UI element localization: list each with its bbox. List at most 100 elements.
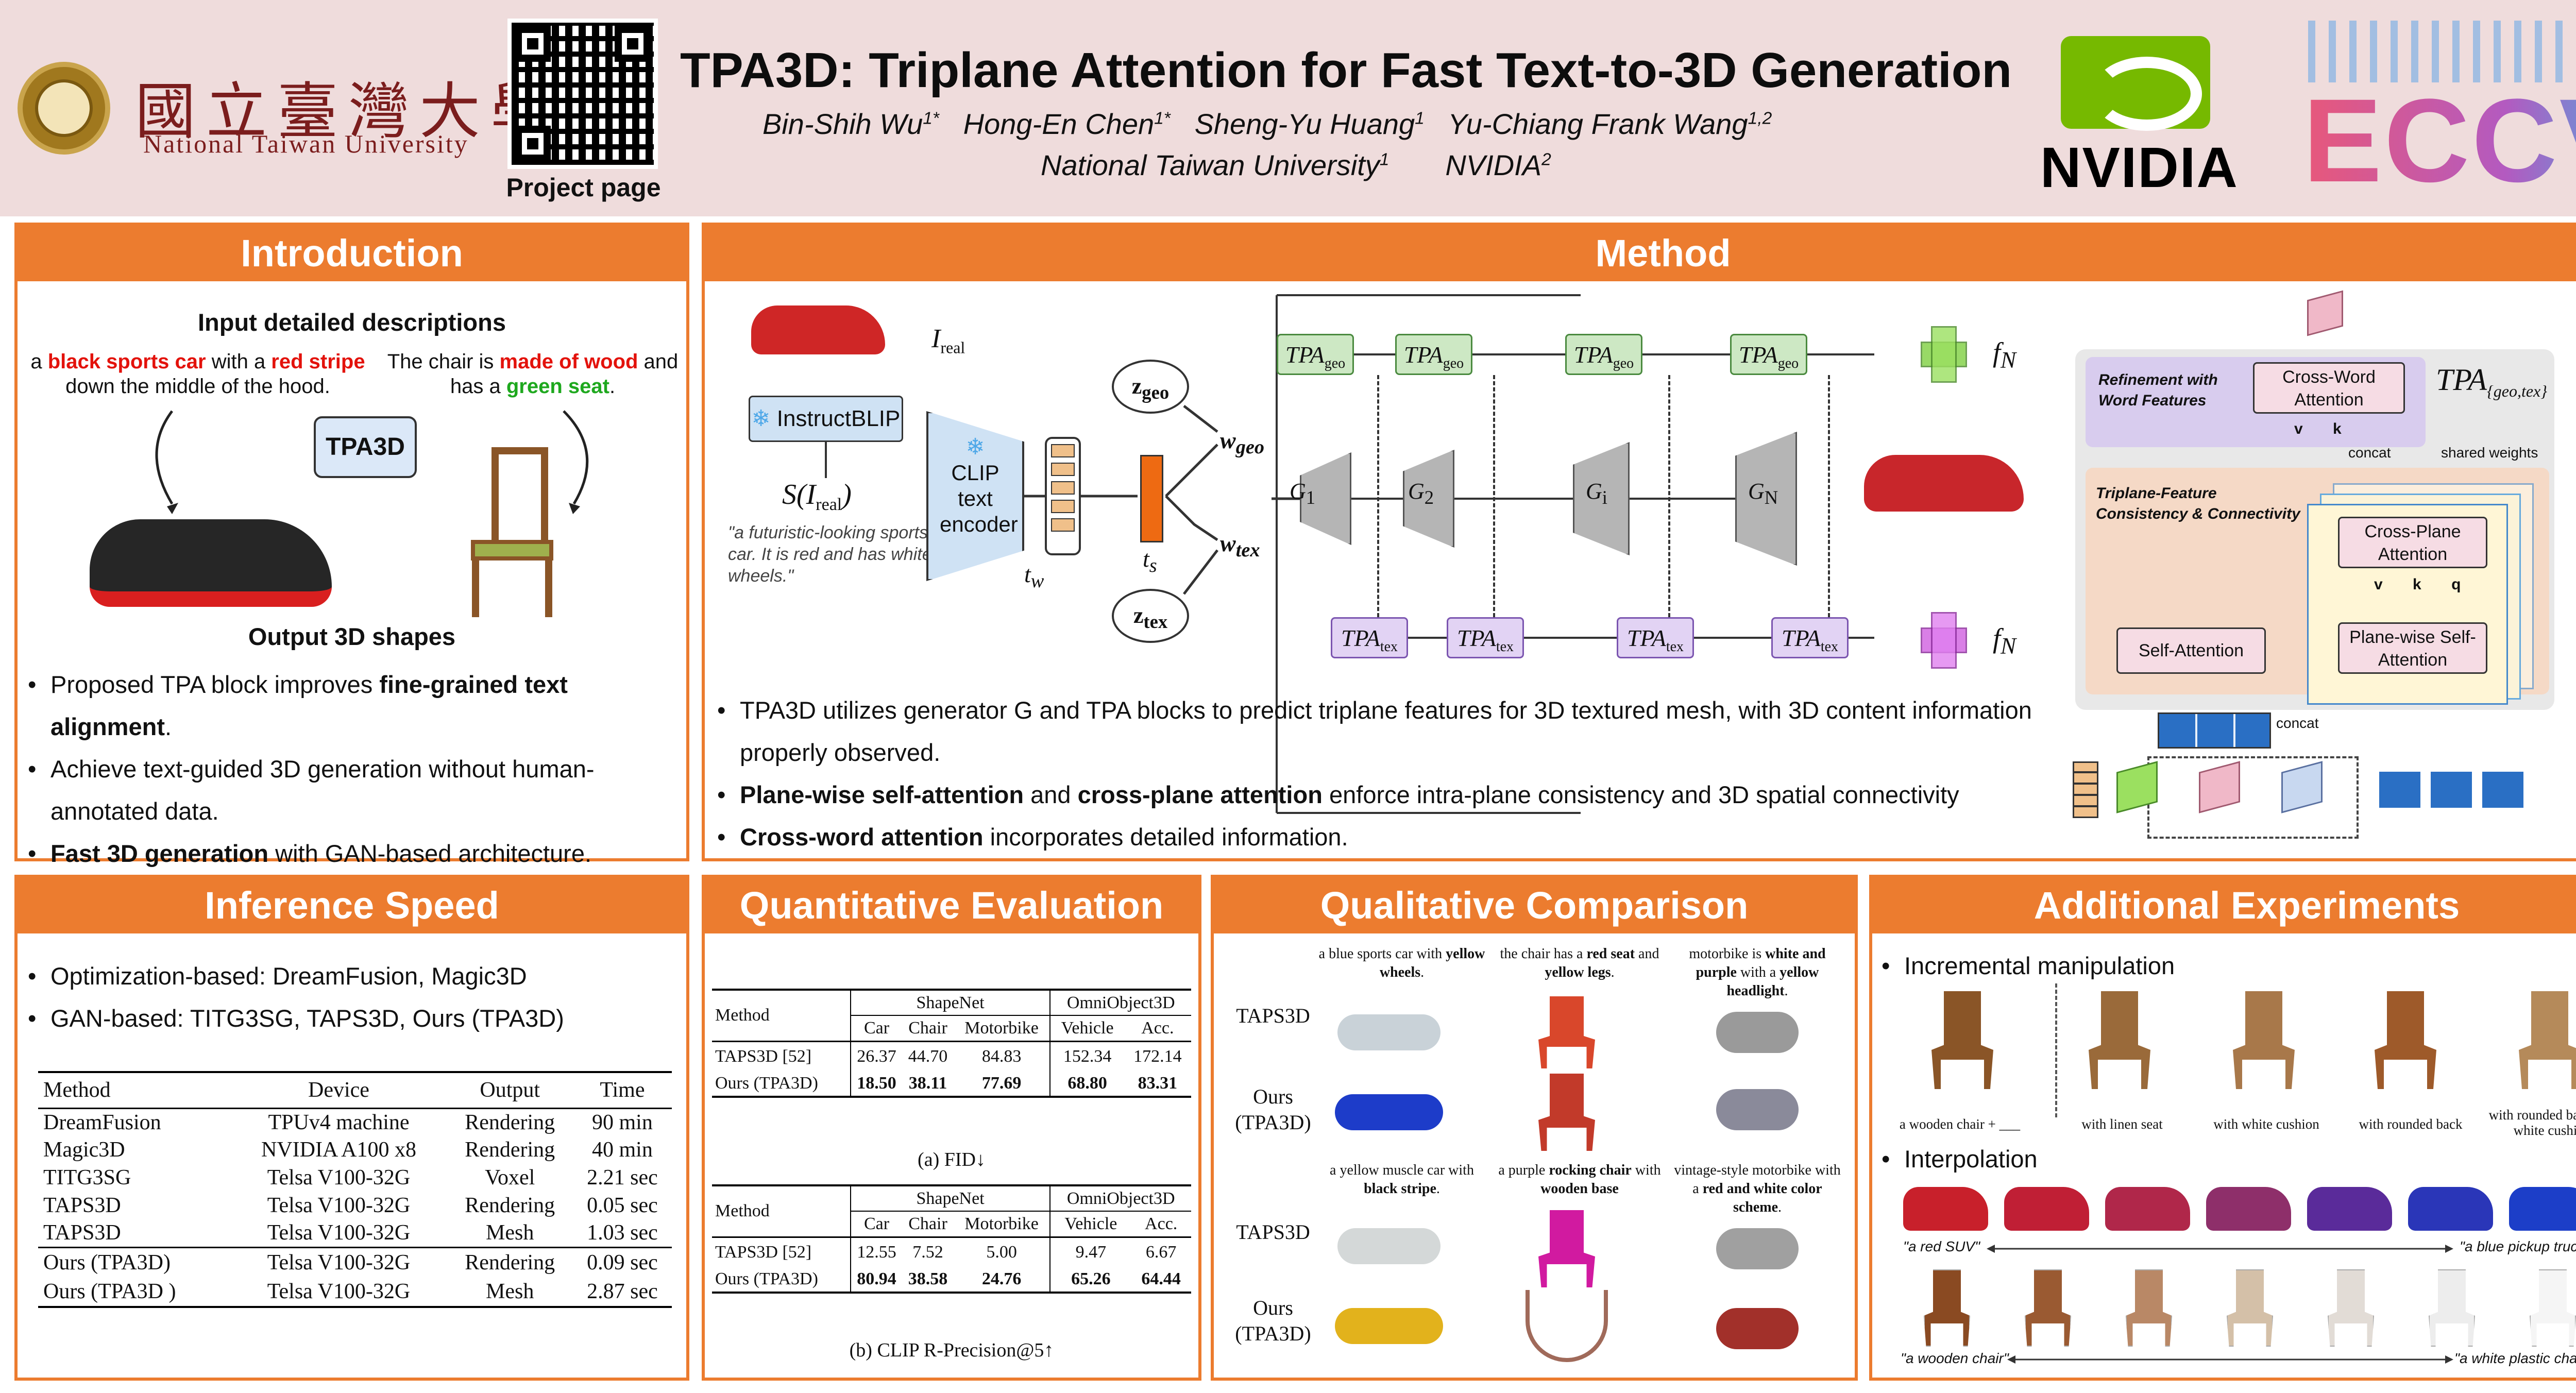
interpolated-car-render — [2408, 1187, 2493, 1231]
intro-bullets: Proposed TPA block improves fine-grained… — [21, 664, 685, 875]
shared-weights-label: shared weights — [2441, 445, 2538, 461]
poster-header: 國立臺灣大學 National Taiwan University Projec… — [0, 0, 2576, 216]
interpolated-chair-render — [2429, 1269, 2475, 1347]
z-geo-cloud: zgeo — [1112, 360, 1189, 414]
tpa3d-model-box: TPA3D — [314, 416, 417, 478]
list-item: GAN-based: TITG3SG, TAPS3D, Ours (TPA3D) — [21, 997, 685, 1040]
tpa-tex-block: TPAtex — [1331, 617, 1408, 658]
s-ireal-label: S(Ireal) — [782, 479, 852, 515]
method-bullets: TPA3D utilizes generator G and TPA block… — [710, 689, 2049, 858]
section-heading: Introduction — [18, 226, 686, 281]
ours-blue-car-render — [1335, 1094, 1443, 1130]
author: Sheng-Yu Huang — [1194, 108, 1415, 140]
ours-motorbike-render — [1716, 1089, 1799, 1130]
section-heading: Inference Speed — [18, 878, 686, 933]
tpa-geo-block: TPAgeo — [1277, 334, 1354, 375]
interp-car-left: "a red SUV" — [1903, 1238, 1980, 1254]
author: Bin-Shih Wu — [762, 108, 923, 140]
triplane-label: Triplane-Feature Consistency & Connectiv… — [2096, 485, 2300, 522]
tpa-geo-block: TPAgeo — [1565, 334, 1642, 375]
interpolated-car-render — [2004, 1187, 2089, 1231]
eccv-logo-text: ECCV — [2303, 72, 2576, 209]
interpolated-car-render — [1903, 1187, 1988, 1231]
interpolated-chair-render — [1924, 1269, 1970, 1347]
poster-title: TPA3D: Triplane Attention for Fast Text-… — [680, 43, 2012, 98]
red-car-mesh-output — [1864, 455, 2024, 512]
interp-chair-right: "a white plastic chair" — [2454, 1350, 2576, 1366]
interpolation-chair-strip — [1903, 1269, 2576, 1352]
clip-caption: (b) CLIP R-Precision@5↑ — [849, 1339, 1054, 1361]
i-real-label: Ireal — [931, 324, 965, 357]
col-header: Output — [480, 1078, 540, 1102]
tpa-tex-block: TPAtex — [1447, 617, 1524, 658]
ours-rocking-chair-render — [1526, 1290, 1608, 1362]
plane-feature-maps — [2379, 772, 2523, 808]
interpolated-car-render — [2509, 1187, 2576, 1231]
frozen-snowflake-icon: ❄ — [751, 406, 771, 431]
author: Yu-Chiang Frank Wang — [1448, 108, 1748, 140]
prompt-text: motorbike is white and purple with a yel… — [1689, 946, 1826, 999]
incremental-heading: Incremental manipulation — [1874, 945, 2175, 987]
additional-experiments-panel: Additional Experiments Incremental manip… — [1869, 875, 2576, 1381]
prompt-text: vintage-style motorbike with a red and w… — [1674, 1162, 1841, 1215]
method-panel: Method Ireal ❄ InstructBLIP S(Ireal) "a … — [702, 223, 2576, 861]
affiliations: National Taiwan University1 NVIDIA2 — [1041, 149, 1551, 181]
cross-plane-attention-box: Cross-Plane Attention — [2338, 517, 2487, 568]
interpolated-car-render — [2307, 1187, 2392, 1231]
col-header: Time — [600, 1078, 645, 1102]
tpa-geo-block: TPAgeo — [1730, 334, 1807, 375]
caption-text: a wooden chair + ___ — [1899, 1116, 2021, 1132]
caption-text: with rounded back — [2359, 1116, 2463, 1132]
inference-speed-panel: Inference Speed Optimization-based: Drea… — [14, 875, 689, 1381]
row-label: Ours (TPA3D) — [1235, 1296, 1311, 1345]
refinement-label: Refinement with Word Features — [2098, 371, 2218, 409]
taps3d-red-chair-render — [1538, 996, 1595, 1068]
ours-red-bike-render — [1716, 1308, 1799, 1349]
feature-input-row — [2147, 756, 2359, 839]
wooden-chair-render — [461, 447, 564, 617]
interpolated-car-render — [2105, 1187, 2190, 1231]
eccv-skyline-graphic — [2308, 21, 2576, 82]
instructblip-box: ❄ InstructBLIP — [749, 396, 903, 442]
output-title: Output 3D shapes — [248, 623, 456, 650]
vkq-labels: v k q — [2374, 576, 2461, 593]
interpolated-chair-render — [2227, 1269, 2273, 1347]
interpolated-car-render — [2206, 1187, 2291, 1231]
interpolated-chair-render — [2328, 1269, 2374, 1347]
triplane-feature-maps — [2158, 712, 2271, 749]
taps3d-vintage-bike-render — [1716, 1228, 1799, 1269]
section-heading: Quantitative Evaluation — [705, 878, 1198, 933]
project-qr-code[interactable] — [507, 19, 658, 169]
word-token-stack — [1045, 437, 1081, 555]
row-label: Ours (TPA3D) — [1235, 1085, 1311, 1134]
ntu-chinese-name: 國立臺灣大學 — [135, 76, 562, 147]
interpolated-chair-render — [2530, 1269, 2576, 1347]
tpa-tex-block: TPAtex — [1771, 617, 1849, 658]
taps3d-purple-chair-render — [1538, 1210, 1595, 1287]
col-header: Method — [43, 1078, 111, 1102]
qualitative-comparison-panel: Qualitative Comparison TAPS3D Ours (TPA3… — [1211, 875, 1858, 1381]
w-geo-label: wgeo — [1220, 427, 1265, 458]
prompt-text: a blue sports car with yellow wheels. — [1318, 946, 1485, 980]
section-heading: Method — [705, 226, 2576, 281]
cross-word-attention-box: Cross-Word Attention — [2253, 362, 2405, 414]
interp-car-right: "a blue pickup truck" — [2460, 1238, 2576, 1254]
author: Hong-En Chen — [963, 108, 1155, 140]
taps3d-muscle-car-render — [1337, 1228, 1440, 1264]
nvidia-logo-text: NVIDIA — [2040, 136, 2239, 199]
interpolated-chair-render — [2126, 1269, 2172, 1347]
